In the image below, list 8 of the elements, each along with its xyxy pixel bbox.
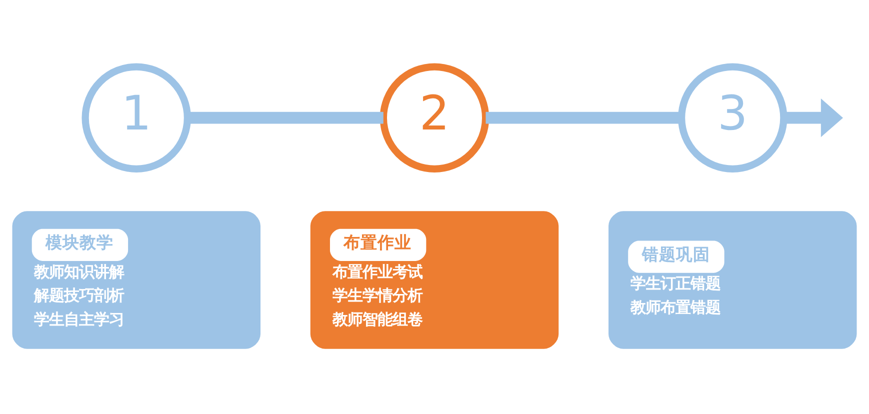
arrow (784, 98, 843, 137)
node-box: 布置作业 布置作业考试 学生学情分析 教师智能组卷 (310, 210, 559, 348)
node-box: 错题巩固 学生订正错题 教师布置错题 (608, 210, 857, 348)
node-circle: 2 (380, 62, 490, 172)
node-circle: 3 (678, 62, 788, 172)
node-box: 模块教学 教师知识讲解 解题技巧剖析 学生自主学习 (12, 210, 260, 348)
node-circle: 1 (82, 62, 191, 172)
connector (188, 111, 384, 124)
